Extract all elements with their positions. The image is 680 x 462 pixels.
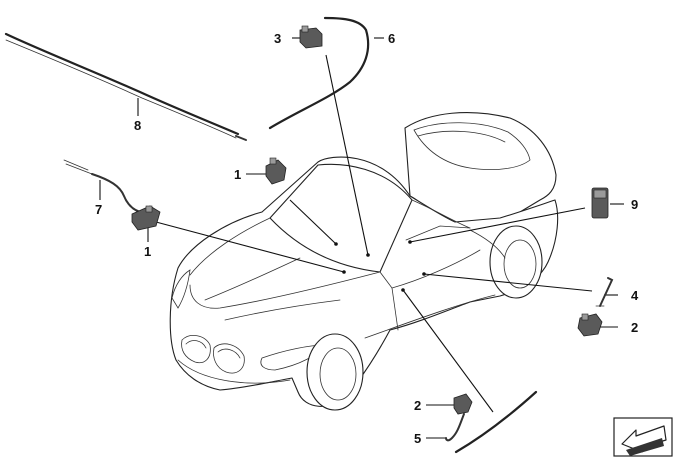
part-6-strip [268,16,370,130]
callout-1-top: 1 [234,167,241,182]
leader-lines [99,37,624,439]
part-5-cable [445,390,538,454]
car-outline [169,111,559,411]
part-4-bracket [595,277,614,307]
arrow-box-icon[interactable] [613,417,673,457]
callout-2-bottom: 2 [414,398,421,413]
part-2-sensor-bottom [453,393,473,415]
callout-9: 9 [631,197,638,212]
callout-labels: 1 1 2 2 3 4 5 6 7 8 9 [95,31,639,446]
soft-top [404,111,557,223]
part-1-sensor-left [131,205,161,231]
part-2-sensor-right [577,313,603,337]
front-wheel [306,333,364,411]
part-8-strip [4,32,247,141]
part-3-sensor [299,25,323,49]
callout-5: 5 [414,431,421,446]
callout-3: 3 [274,31,281,46]
part-7-cable [63,159,141,213]
callout-1-left: 1 [144,244,151,259]
windshield [269,163,413,273]
part-1-sensor-top [265,157,287,185]
callout-6: 6 [388,31,395,46]
callout-7: 7 [95,202,102,217]
part-9-module [591,187,609,219]
callout-2-right: 2 [631,320,638,335]
callout-4: 4 [631,288,639,303]
callout-8: 8 [134,118,141,133]
